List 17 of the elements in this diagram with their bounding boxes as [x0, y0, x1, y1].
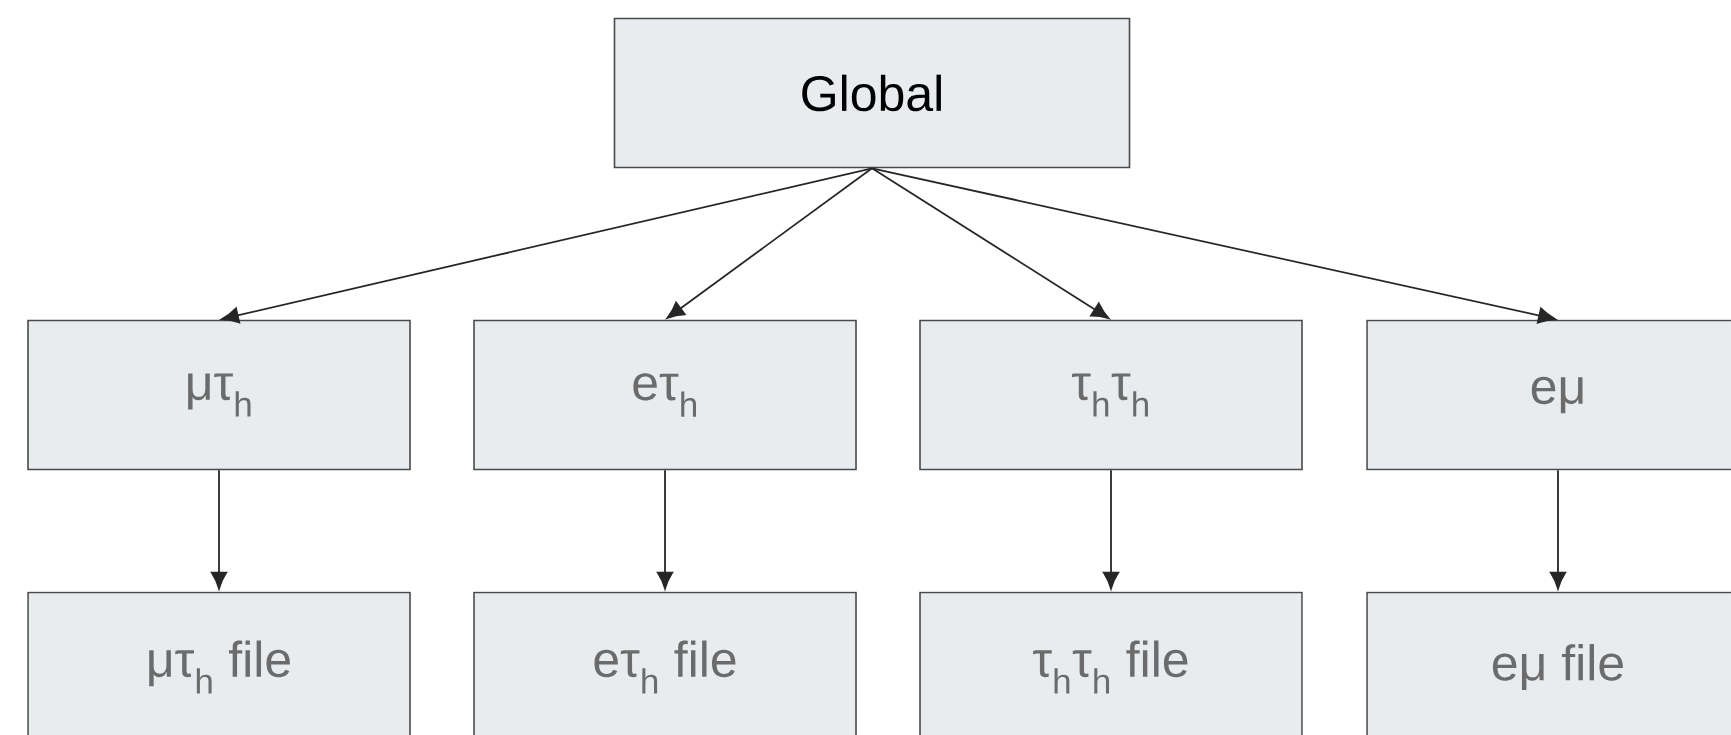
arrow [666, 167, 873, 319]
arrow [210, 469, 228, 590]
arrow [871, 167, 1110, 319]
arrow [656, 469, 674, 590]
arrow [871, 167, 1556, 324]
process-box: μτ$_{h}$ [27, 319, 411, 471]
process-box: eτ$_{h}$ [473, 319, 857, 471]
arrow [221, 167, 873, 324]
arrow [1549, 469, 1567, 590]
arrow [1102, 469, 1120, 590]
process-box: Global [613, 17, 1131, 169]
process-box: τ$_{h}$τ$_{h}$ file [919, 591, 1303, 735]
process-box: eμ [1366, 319, 1731, 471]
process-box: τ$_{h}$τ$_{h}$ [919, 319, 1303, 471]
process-box: eμ file [1366, 591, 1731, 735]
process-box: μτ$_{h}$ file [27, 591, 411, 735]
process-box: eτ$_{h}$ file [473, 591, 857, 735]
